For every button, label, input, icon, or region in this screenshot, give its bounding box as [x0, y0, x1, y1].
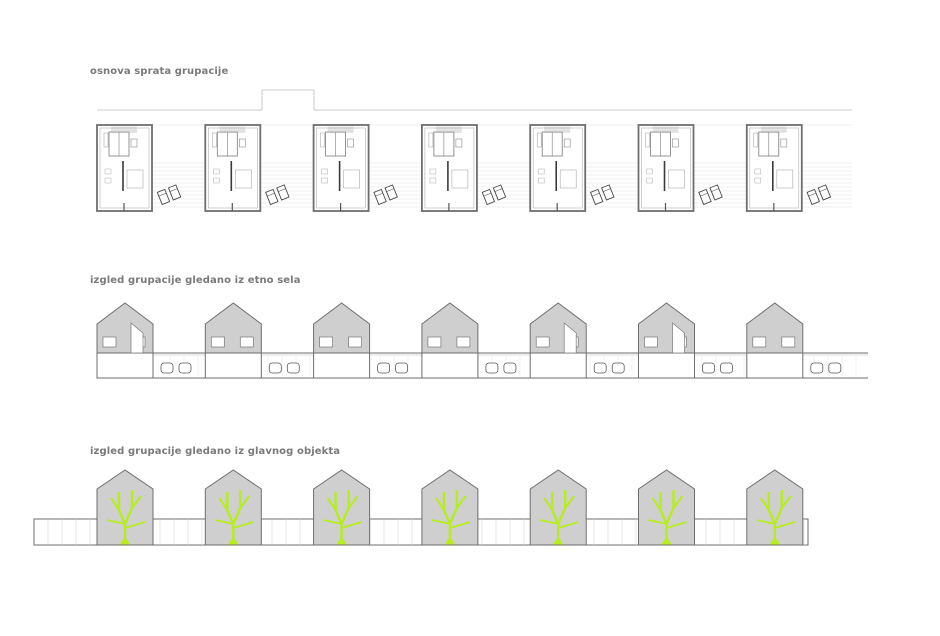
house-elevation	[746, 469, 804, 546]
house-elevation	[421, 302, 479, 379]
car-icon	[810, 362, 842, 374]
car-icon	[593, 362, 625, 374]
house-elevation	[204, 302, 262, 379]
tree-icon	[215, 490, 254, 545]
floor-plan-drawing	[96, 89, 852, 212]
plan-section-title: osnova sprata grupacije	[90, 66, 229, 77]
tree-icon	[106, 490, 146, 545]
house-elevation	[746, 302, 804, 379]
elevation-main-building-drawing	[33, 469, 809, 546]
house-plan-icon	[96, 124, 153, 212]
house-elevation	[638, 469, 695, 546]
elevation-village-drawing	[96, 302, 868, 379]
car-icon	[377, 362, 409, 374]
car-icon	[702, 362, 733, 374]
elevation-main-building-section-title: izgled grupacije gledano iz glavnog obje…	[90, 446, 341, 457]
house-plan-icon	[420, 124, 478, 212]
house-plan-icon	[529, 124, 587, 212]
car-icon	[268, 362, 300, 374]
house-elevation	[96, 469, 154, 546]
tree-icon	[323, 490, 362, 545]
tree-icon	[756, 490, 796, 545]
house-elevation	[204, 469, 262, 546]
car-icon	[265, 184, 290, 206]
elevation-village-section-title: izgled grupacije gledano iz etno sela	[90, 275, 301, 286]
house-elevation	[529, 469, 587, 546]
house-plan-icon	[204, 124, 262, 212]
car-icon	[373, 184, 398, 206]
house-elevation	[529, 302, 587, 379]
car-icon	[481, 184, 507, 206]
tree-icon	[431, 490, 471, 545]
house-elevation	[638, 302, 695, 379]
house-elevation	[421, 469, 479, 546]
car-icon	[698, 184, 723, 206]
car-icon	[160, 362, 192, 374]
car-icon	[589, 184, 615, 206]
house-plan-icon	[745, 124, 803, 212]
car-icon	[485, 362, 517, 374]
house-plan-icon	[637, 124, 695, 212]
car-icon	[156, 184, 182, 206]
car-icon	[806, 184, 832, 206]
tree-icon	[540, 490, 579, 545]
house-elevation	[96, 302, 154, 379]
house-elevation	[313, 469, 371, 546]
tree-icon	[648, 490, 687, 545]
house-elevation	[313, 302, 371, 379]
house-plan-icon	[312, 124, 370, 212]
